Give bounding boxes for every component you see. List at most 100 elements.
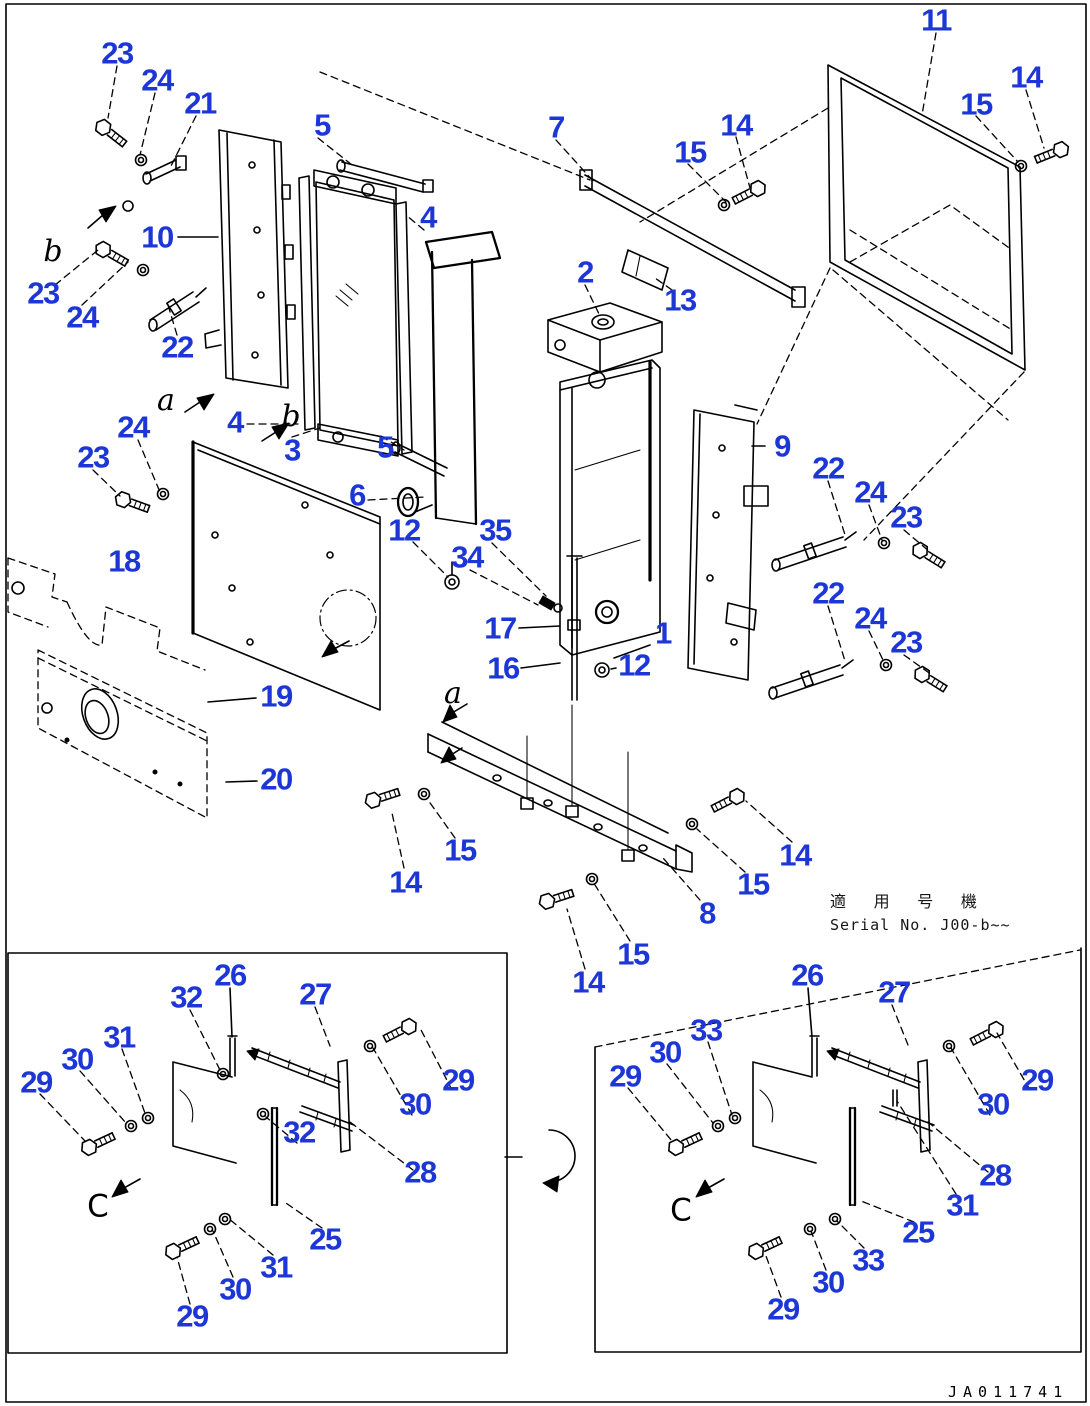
part-callout-32: 32 [283, 1114, 316, 1150]
part-callout-4: 4 [227, 404, 244, 440]
part-callout-32: 32 [170, 979, 203, 1015]
part-callout-30: 30 [812, 1264, 845, 1300]
part-callout-24: 24 [117, 409, 150, 445]
part-callout-15: 15 [737, 866, 770, 902]
part-callout-22: 22 [812, 575, 845, 611]
page-border [5, 3, 1087, 1403]
part-callout-33: 33 [690, 1012, 723, 1048]
part-7-13-support-bars [579, 169, 806, 308]
part-callout-29: 29 [609, 1058, 642, 1094]
part-callout-16: 16 [487, 650, 520, 686]
inset-box-left [7, 952, 508, 1354]
part-4-seal-strips [298, 175, 413, 455]
part-callout-29: 29 [20, 1064, 53, 1100]
part-callout-25: 25 [902, 1214, 935, 1250]
part-callout-26: 26 [791, 957, 824, 993]
part-callout-23: 23 [101, 35, 134, 71]
part-18-baffle-plate [191, 440, 381, 711]
part-callout-23: 23 [77, 439, 110, 475]
part-34-35-fitting [538, 595, 563, 613]
serial-note-en: Serial No. J00-b~~ [830, 916, 1011, 934]
part-callout-30: 30 [977, 1086, 1010, 1122]
part-8-lower-bracket [427, 704, 693, 873]
part-callout-13: 13 [664, 282, 697, 318]
part-21-22-fittings-left [122, 155, 207, 332]
part-callout-26: 26 [214, 957, 247, 993]
part-callout-15: 15 [674, 134, 707, 170]
part-callout-23: 23 [890, 499, 923, 535]
part-callout-33: 33 [852, 1242, 885, 1278]
part-callout-18: 18 [108, 543, 141, 579]
part-callout-19: 19 [260, 678, 293, 714]
view-letter-C: C [87, 1188, 109, 1225]
part-callout-1: 1 [655, 615, 672, 651]
part-callout-4: 4 [420, 199, 437, 235]
part-callout-5: 5 [314, 107, 331, 143]
part-callout-28: 28 [979, 1157, 1012, 1193]
view-letter-a: a [444, 676, 462, 711]
part-5-tubes [336, 159, 448, 477]
part-6-aftercooler-column [396, 230, 502, 526]
part-callout-5: 5 [377, 429, 394, 465]
part-callout-28: 28 [404, 1154, 437, 1190]
part-callout-31: 31 [103, 1019, 136, 1055]
part-callout-8: 8 [699, 895, 716, 931]
part-callout-10: 10 [141, 219, 174, 255]
part-callout-14: 14 [720, 107, 753, 143]
part-3-cooler-core [313, 169, 399, 457]
view-direction-arrows [87, 205, 725, 1198]
leader-lines-solid [177, 236, 813, 1038]
part-callout-9: 9 [774, 428, 791, 464]
part-callout-7: 7 [548, 109, 565, 145]
part-callout-6: 6 [349, 477, 366, 513]
detail-link-arrow [504, 1129, 576, 1193]
part-callout-29: 29 [176, 1298, 209, 1334]
part-callout-29: 29 [767, 1291, 800, 1327]
part-callout-11: 11 [921, 2, 952, 38]
part-callout-23: 23 [890, 624, 923, 660]
part-callout-31: 31 [946, 1187, 979, 1223]
part-callout-14: 14 [572, 964, 605, 1000]
part-callout-27: 27 [878, 974, 911, 1010]
view-letter-b: b [281, 399, 301, 434]
part-callout-23: 23 [27, 275, 60, 311]
part-callout-21: 21 [184, 85, 217, 121]
part-callout-24: 24 [66, 299, 99, 335]
part-callout-15: 15 [617, 936, 650, 972]
drawing-code-watermark: JA011741 [948, 1383, 1069, 1401]
part-22-hoses-right [768, 531, 857, 700]
part-callout-24: 24 [854, 600, 887, 636]
part-callout-35: 35 [479, 512, 512, 548]
part-callout-14: 14 [1010, 59, 1043, 95]
view-letter-a: a [157, 383, 175, 418]
part-callout-24: 24 [854, 474, 887, 510]
part-12-fittings [444, 561, 610, 678]
part-callout-20: 20 [260, 761, 293, 797]
part-callout-15: 15 [960, 86, 993, 122]
part-callout-30: 30 [399, 1086, 432, 1122]
part-10-side-plate [204, 129, 296, 389]
view-letter-C: C [670, 1192, 692, 1229]
part-1-radiator [559, 359, 661, 656]
part-19-20-cover-plates [7, 557, 208, 819]
part-9-side-panel [687, 404, 769, 681]
part-callout-22: 22 [161, 329, 194, 365]
part-callout-30: 30 [61, 1041, 94, 1077]
part-callout-31: 31 [260, 1249, 293, 1285]
construction-lines [319, 71, 1081, 1048]
leader-lines-dashed [39, 32, 1045, 1305]
part-callout-29: 29 [1021, 1062, 1054, 1098]
part-callout-30: 30 [649, 1034, 682, 1070]
part-callout-12: 12 [388, 512, 421, 548]
part-callout-30: 30 [219, 1271, 252, 1307]
part-11-shroud-frame [827, 64, 1026, 371]
part-callout-3: 3 [284, 432, 301, 468]
part-callout-25: 25 [309, 1221, 342, 1257]
part-callout-29: 29 [442, 1062, 475, 1098]
part-callout-2: 2 [577, 254, 594, 290]
inset-box-right [594, 947, 1082, 1353]
view-letter-b: b [43, 234, 63, 269]
